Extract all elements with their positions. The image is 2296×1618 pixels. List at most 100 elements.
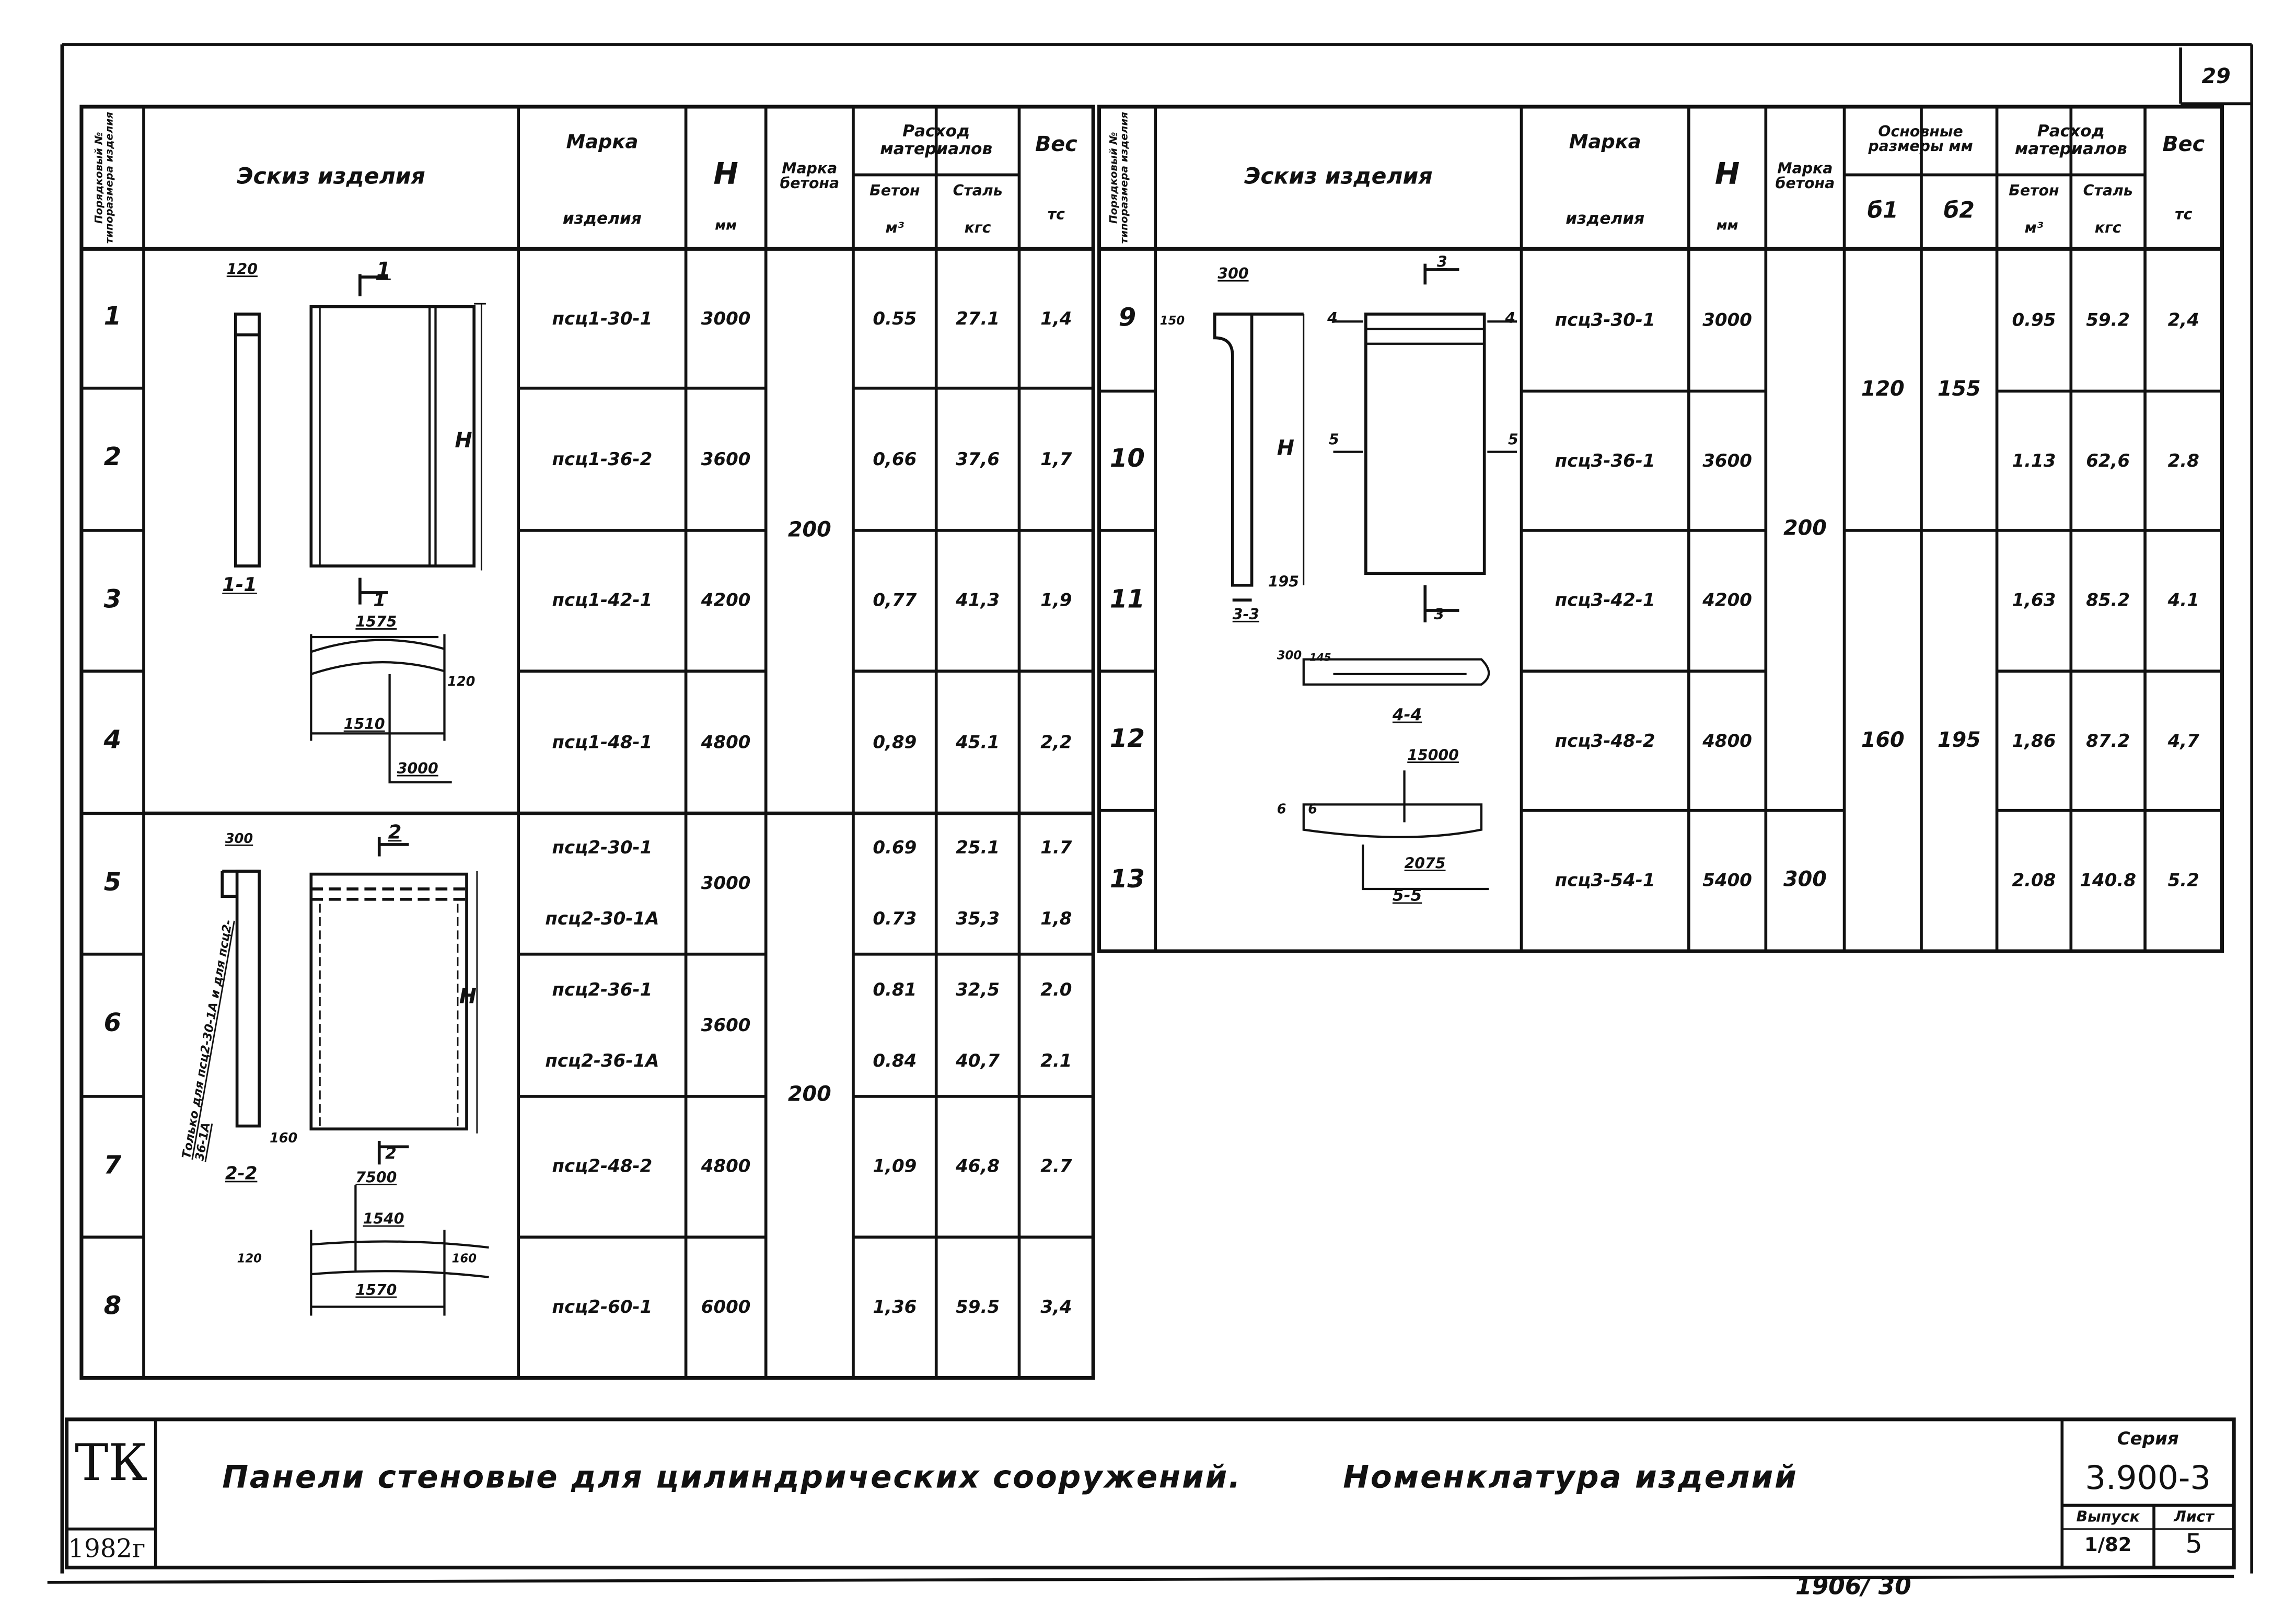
row-mark: псц3-42-1 [1555,590,1655,611]
sketch1-radius-label: 3000 [397,761,438,778]
sketch2-section-number: 2 [388,822,402,845]
sketch1-section-number: 1 [376,259,391,283]
right-header-h: H [1714,155,1740,191]
sketch1-arc-bottom-label: 1510 [343,717,385,734]
left-header-concrete-unit: м³ [885,220,905,237]
sketch3-arc-label: 2075 [1404,856,1446,873]
row-height-value: 3000 [701,307,751,329]
sketch3-mark-5a: 5 [1328,432,1339,449]
row-steel: 59.5 [956,1297,1000,1317]
row-weight: 2.1 [1040,1050,1072,1071]
left-header-concrete: Бетон [869,183,920,200]
sketch3-mark-4a: 4 [1327,311,1338,328]
right-header-dims: Основные размеры мм [1868,123,1973,156]
row-concrete: 0,77 [873,590,917,611]
row-concrete: 0.95 [2012,309,2056,330]
row-weight: 4,7 [2167,730,2199,751]
row-number: 11 [1109,584,1145,615]
sketch2-section-mark-top [377,837,409,857]
sketch2-section-view [235,870,261,1128]
sketch3-d4-label: 6 [1308,803,1318,818]
series-label: Серия [2117,1428,2179,1449]
right-header-b1: б1 [1867,197,1898,224]
right-header-mark-bottom: изделия [1566,209,1645,229]
frame-bottom [47,1575,2234,1584]
sketch3-panel-front [1364,313,1486,575]
right-header-steel: Сталь [2083,183,2133,200]
sketch2-thickness-label: 160 [269,1131,298,1147]
sketch1-width-label: 120 [226,262,258,279]
row-concrete: 0.84 [873,1050,917,1071]
row-weight: 5.2 [2167,870,2199,891]
row-number: 1 [103,302,122,332]
title-part-2: Номенклатура изделий [1343,1459,1798,1495]
issue-value: 1/82 [2084,1535,2132,1558]
row-steel: 59.2 [2086,309,2130,330]
left-header-concrete-grade: Марка бетона [780,160,840,193]
row-height-value: 5400 [1702,870,1752,891]
sketch3-width-label: 300 [1217,267,1249,283]
sketch3-section4-label: 4-4 [1392,705,1422,725]
sketch3-section-mark-bottom [1423,585,1459,622]
row-steel: 35,3 [956,908,1000,929]
sketch1-section-view [234,313,261,568]
left-header-steel: Сталь [953,183,1003,200]
right-header-steel-unit: кгс [2094,220,2121,237]
title-block [65,1417,2236,1569]
row-weight: 1,7 [1040,448,1072,469]
sketch3-section-number-bottom: 3 [1434,607,1445,624]
row-concrete: 0.55 [873,307,917,329]
row-steel: 37,6 [956,448,1000,469]
row-mark: псц2-30-1 [552,838,653,859]
row-number: 13 [1109,864,1145,895]
sketch2-panel-front [309,872,468,1131]
row-height-value: 3000 [1702,309,1752,330]
left-header-seq-no: Порядковый № типоразмера изделия [93,112,117,244]
row-mark: псц2-48-2 [552,1155,653,1177]
row-weight: 3,4 [1040,1297,1072,1317]
sketch3-section-number: 3 [1436,255,1447,271]
sketch3-mark-5b: 5 [1508,432,1518,449]
row-steel: 40,7 [956,1050,1000,1071]
sketch3-bottom-label: 195 [1268,574,1299,592]
sketch3-top-label: 150 [1159,314,1185,328]
left-table-border [79,105,1095,1380]
row-mark: псц3-54-1 [1555,870,1655,891]
row-concrete: 1,86 [2012,730,2056,751]
row-height-value: 3600 [701,1014,751,1035]
sketch1-section-mark-bottom [358,577,388,605]
row-mark: псц2-30-1А [545,908,659,929]
row-number: 8 [103,1291,122,1321]
row-height-value: 3000 [701,873,751,894]
concrete-grade-group-2: 200 [787,1083,831,1107]
row-mark: псц3-36-1 [1555,449,1655,471]
sketch3-d2-label: 145 [1309,652,1331,664]
row-weight: 2.8 [2167,449,2199,471]
row-steel: 85.2 [2086,590,2130,611]
row-weight: 2.7 [1040,1155,1072,1177]
sheet-value: 5 [2185,1528,2202,1559]
row-number: 2 [103,443,122,473]
right-header-concrete-unit: м³ [2024,220,2044,237]
sketch1-arc-top-label: 1575 [355,615,397,631]
sketch3-section5 [1302,770,1489,891]
sketch3-d1-label: 300 [1277,649,1302,663]
row-number: 6 [103,1009,122,1039]
row-mark: псц2-60-1 [552,1297,653,1317]
concrete-grade-group-1: 200 [787,518,831,543]
row-steel: 87.2 [2086,730,2130,751]
row-weight: 1.7 [1040,838,1072,859]
row-weight: 1,9 [1040,590,1072,611]
sketch2-arc-plan [310,1185,489,1316]
sketch3-d3-label: 6 [1277,803,1286,818]
sketch1-section-number-bottom: 1 [373,590,386,611]
sketch2-radius-label: 7500 [355,1170,397,1187]
b2-group-2: 195 [1937,728,1981,753]
row-mark: псц3-48-2 [1555,730,1655,751]
row-height-value: 4200 [1702,590,1752,611]
org-mark: ТК [75,1434,148,1494]
row-number: 5 [103,868,122,897]
sketch3-radius-label: 15000 [1407,748,1459,765]
row-number: 10 [1109,444,1145,475]
